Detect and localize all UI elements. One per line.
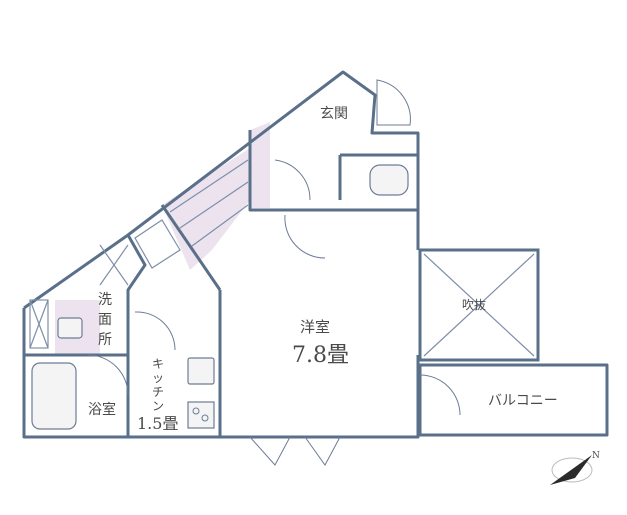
- wall-hall: [248, 130, 418, 212]
- western-room-label: 洋室: [300, 318, 330, 336]
- outer-wall-bottom: [220, 355, 420, 439]
- void-label: 吹抜: [462, 298, 486, 312]
- kitchen-door: [134, 311, 176, 351]
- stair-line-1: [169, 159, 249, 213]
- entrance-label: 玄関: [320, 105, 348, 122]
- window-door-2: [304, 436, 341, 466]
- kitchen-size: 1.5畳: [137, 414, 178, 433]
- stove-burner-1: [192, 407, 200, 415]
- outer-wall-left: [22, 290, 222, 439]
- washroom-closet: [29, 299, 49, 349]
- window-door-1: [249, 436, 291, 466]
- stair-line-2: [179, 181, 249, 229]
- toilet: [369, 164, 409, 196]
- hall-door: [274, 159, 311, 201]
- bathtub: [31, 362, 77, 430]
- balcony-outline: [418, 363, 609, 437]
- kitchen-label-4: ン: [152, 399, 164, 413]
- storage-box: [134, 219, 181, 269]
- washroom-label-3: 所: [98, 332, 112, 348]
- stair-line-3: [191, 204, 249, 247]
- wall-bath-kitchen: [126, 234, 147, 437]
- hall-shade: [250, 122, 270, 208]
- washbasin: [57, 317, 83, 339]
- wall-kitchen-room: [160, 204, 222, 291]
- void-cross-2: [423, 253, 535, 357]
- kitchen-sink: [187, 357, 215, 385]
- kitchen-label-1: キ: [152, 357, 164, 371]
- western-room-size: 7.8畳: [292, 343, 349, 368]
- laundry-x2: [99, 244, 129, 286]
- stove-burner-2: [201, 414, 209, 422]
- washroom-closet-x2: [29, 299, 49, 349]
- washroom-door: [87, 354, 129, 396]
- compass-label: N: [592, 451, 600, 461]
- balcony-label: バルコニー: [488, 393, 558, 409]
- washroom-label-1: 洗: [98, 292, 112, 308]
- entrance-door: [376, 79, 411, 126]
- outer-wall-diagonal: [23, 70, 420, 310]
- bathroom-label: 浴室: [88, 401, 116, 418]
- compass-icon: [550, 455, 593, 485]
- balcony-door: [419, 374, 461, 416]
- kitchen-label-2: ッ: [152, 371, 164, 385]
- void-outline: [418, 248, 540, 362]
- kitchen-label-3: チ: [152, 385, 164, 399]
- washroom-label-2: 面: [98, 312, 112, 328]
- room-door: [284, 214, 326, 259]
- kitchen-stove: [187, 401, 215, 429]
